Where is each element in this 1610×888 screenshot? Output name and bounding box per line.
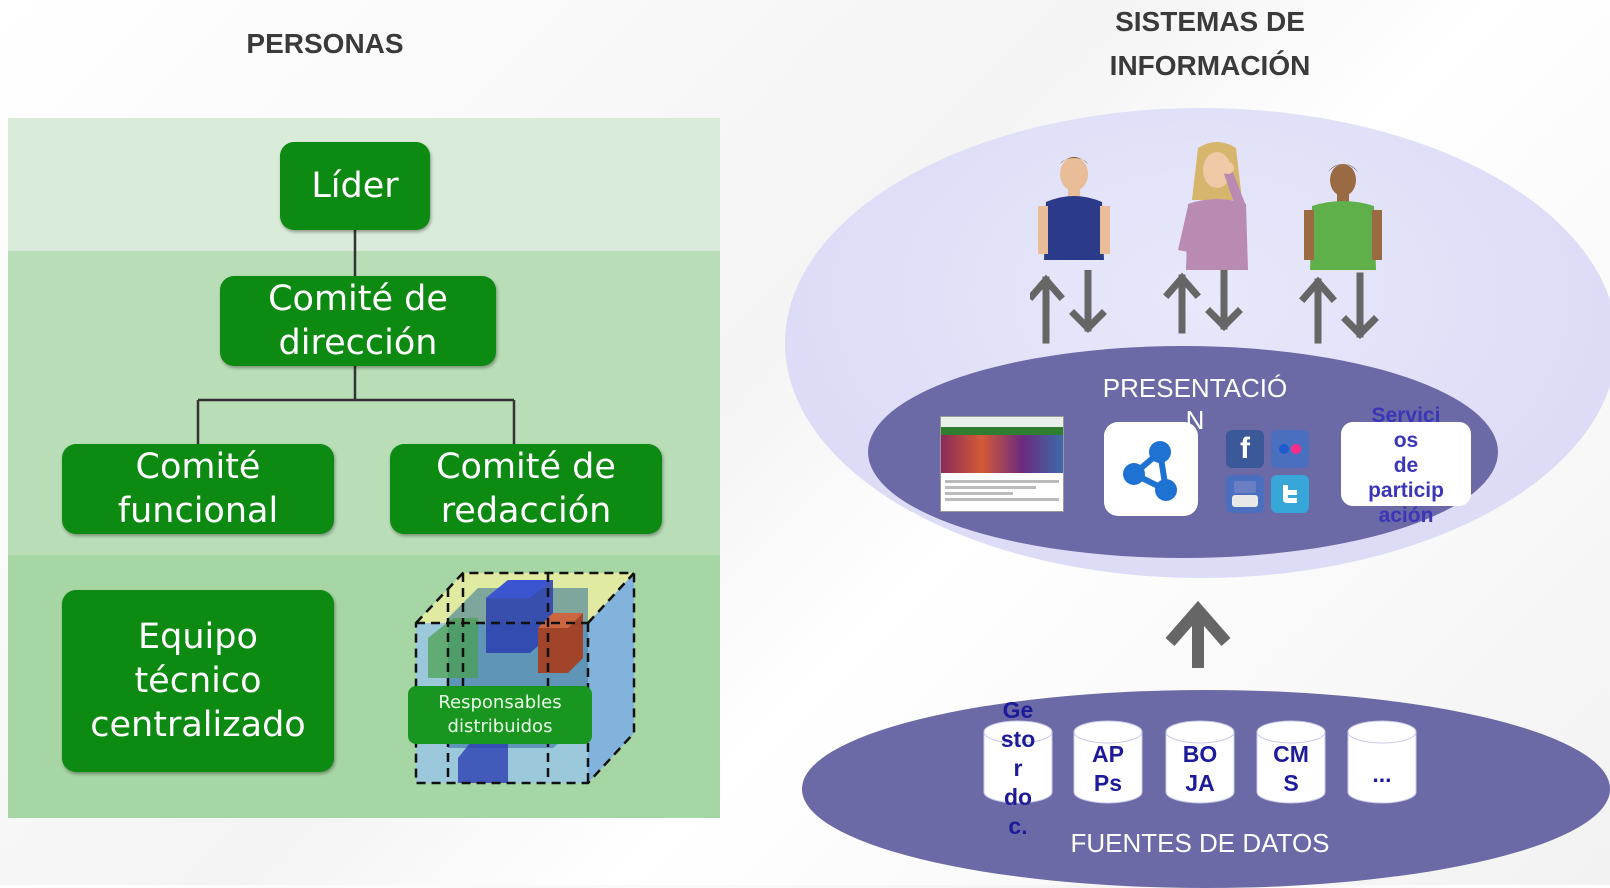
org-connectors — [196, 230, 516, 444]
big-up-arrow-icon — [1165, 600, 1231, 668]
services-box — [1341, 422, 1471, 506]
database-icon — [983, 720, 1053, 804]
org-chart-panel: Líder Comité de dirección Comité funcion… — [8, 118, 720, 818]
database-icon — [1165, 720, 1235, 804]
db-label-apps: AP Ps — [1092, 741, 1124, 796]
responsables-distribuidos-box: Responsables distribuidos — [408, 686, 592, 744]
db-label-cms: CM S — [1273, 741, 1309, 796]
fuentes-datos-label: FUENTES DE DATOS — [1070, 828, 1330, 858]
database-icon — [1256, 720, 1326, 804]
sistemas-informacion-heading: SISTEMAS DE INFORMACIÓN — [1109, 6, 1311, 81]
distributed-cube-icon — [414, 571, 636, 785]
user-exchange-arrows — [1030, 270, 1379, 344]
db-label-more: ... — [1372, 761, 1392, 787]
equipo-tecnico-box: Equipo técnico centralizado — [62, 590, 334, 772]
personas-heading: PERSONAS — [246, 28, 404, 59]
database-icon — [1073, 720, 1143, 804]
person-woman-icon — [1178, 142, 1248, 270]
database-icon — [1347, 720, 1417, 804]
facebook-icon: f — [1226, 430, 1264, 468]
db-label-gestor-doc: Ge sto r do c. — [1000, 697, 1036, 839]
comite-redaccion-box: Comité de redacción — [390, 444, 662, 534]
person-green-shirt-icon — [1304, 164, 1382, 270]
comite-direccion-box: Comité de dirección — [220, 276, 496, 366]
twitter-icon — [1271, 475, 1309, 513]
flickr-icon — [1271, 430, 1309, 468]
comite-funcional-box: Comité funcional — [62, 444, 334, 534]
db-label-boja: BO JA — [1182, 741, 1218, 796]
lider-box: Líder — [280, 142, 430, 230]
rdf-share-icon — [1104, 422, 1198, 516]
person-blue-shirt-icon — [1038, 157, 1110, 260]
servicios-participacion-label: Servici os de particip ación — [1368, 404, 1444, 527]
youtube-icon — [1226, 475, 1264, 513]
portal-thumbnail-icon — [940, 416, 1064, 512]
